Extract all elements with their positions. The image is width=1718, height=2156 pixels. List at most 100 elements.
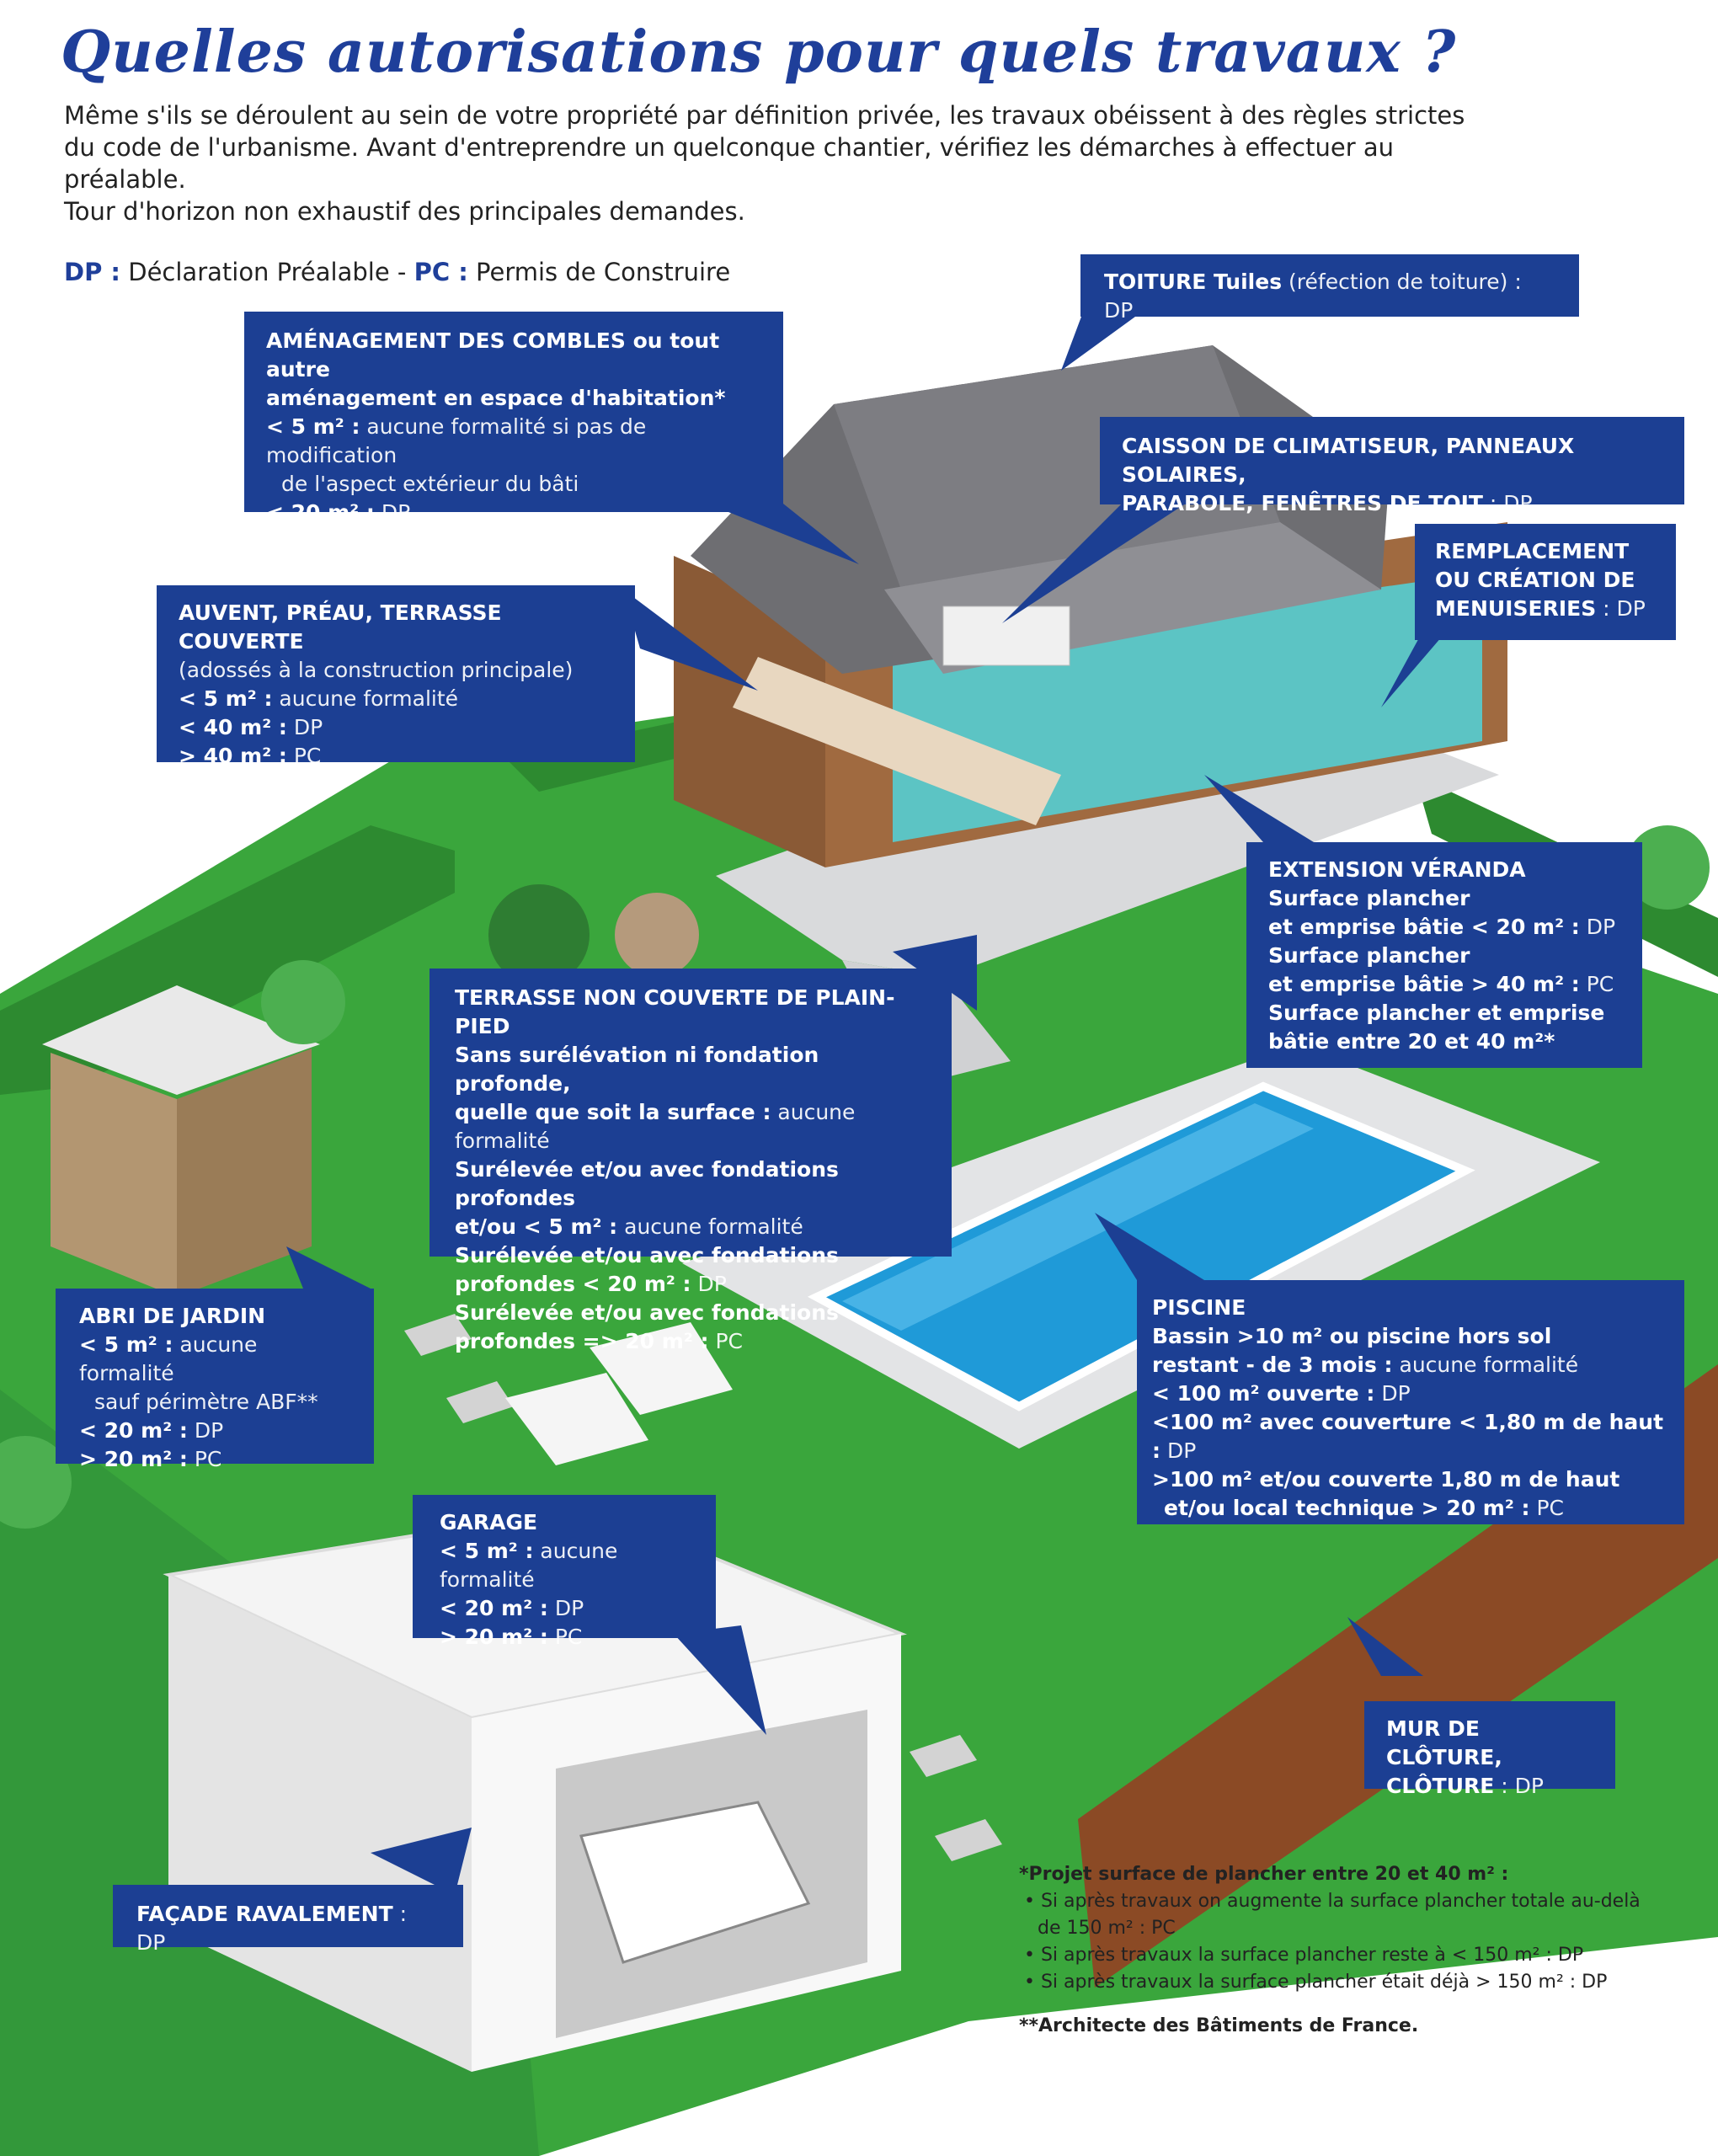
pointer-garage bbox=[674, 1625, 766, 1735]
awning bbox=[733, 657, 1061, 825]
terrasse-r3-value: DP bbox=[697, 1272, 727, 1296]
veranda-head: EXTENSION VÉRANDA bbox=[1268, 857, 1526, 882]
auvent-r3-value: PC bbox=[293, 744, 322, 768]
abri-r2-value: DP bbox=[194, 1418, 224, 1443]
auvent-head: AUVENT, PRÉAU, TERRASSE COUVERTE bbox=[179, 600, 502, 654]
stepping-stone bbox=[935, 1819, 1002, 1861]
page-title: Quelles autorisations pour quels travaux… bbox=[61, 19, 1457, 86]
piscine-r1-b: restant - de 3 mois : bbox=[1152, 1353, 1393, 1377]
callout-piscine: PISCINE Bassin >10 m² ou piscine hors so… bbox=[1137, 1280, 1684, 1524]
callout-menuiseries: REMPLACEMENT OU CRÉATION DE MENUISERIES … bbox=[1415, 524, 1676, 640]
cloture-line-1: MUR DE CLÔTURE, bbox=[1386, 1716, 1502, 1769]
facade-value: : DP bbox=[136, 1902, 408, 1955]
veranda-r1-value: DP bbox=[1586, 915, 1616, 939]
legend-pc-abbr: PC : bbox=[413, 258, 468, 286]
terrasse-head: TERRASSE NON COUVERTE DE PLAIN-PIED bbox=[455, 985, 895, 1038]
terrasse-r2-b: et/ou < 5 m² : bbox=[455, 1214, 618, 1239]
caisson-head-2: PARABOLE, FENÊTRES DE TOIT bbox=[1122, 491, 1483, 515]
callout-auvent: AUVENT, PRÉAU, TERRASSE COUVERTE (adossé… bbox=[157, 585, 635, 768]
facade-head: FAÇADE RAVALEMENT bbox=[136, 1902, 393, 1926]
menuiseries-line-3: MENUISERIES bbox=[1435, 596, 1597, 621]
menuiseries-line-1: REMPLACEMENT bbox=[1435, 539, 1630, 563]
auvent-sub: (adossés à la construction principale) bbox=[179, 658, 574, 682]
terrasse-r2-a: Surélevée et/ou avec fondations profonde… bbox=[455, 1157, 839, 1210]
piscine-r1-value: aucune formalité bbox=[1399, 1353, 1579, 1377]
footnote-bullet-3: • Si après travaux la surface plancher é… bbox=[1024, 1972, 1608, 1993]
menuiseries-value: : DP bbox=[1603, 596, 1646, 621]
bush bbox=[0, 1436, 72, 1529]
piscine-r4-a: >100 m² et/ou couverte 1,80 m de haut bbox=[1152, 1467, 1620, 1492]
auvent-r1-key: < 5 m² : bbox=[179, 686, 273, 711]
callout-toiture: TOITURE Tuiles (réfection de toiture) : … bbox=[1080, 254, 1579, 323]
footnote-abf: **Architecte des Bâtiments de France. bbox=[1019, 2015, 1419, 2036]
abri-r1-value: aucune formalité bbox=[79, 1332, 258, 1385]
piscine-r2-value: DP bbox=[1381, 1381, 1411, 1406]
combles-head-2: aménagement en espace d'habitation* bbox=[266, 386, 726, 410]
garage-r3-key: > 20 m² : bbox=[440, 1625, 548, 1649]
auvent-r1-value: aucune formalité bbox=[279, 686, 459, 711]
auvent-r3-key: > 40 m² : bbox=[179, 744, 287, 768]
terrasse-r2-value: aucune formalité bbox=[624, 1214, 803, 1239]
piscine-head: PISCINE bbox=[1152, 1295, 1246, 1320]
piscine-r2-key: < 100 m² ouverte : bbox=[1152, 1381, 1375, 1406]
piscine-r3-key: <100 m² avec couverture < 1,80 m de haut… bbox=[1152, 1410, 1664, 1463]
cloture-value: : DP bbox=[1501, 1774, 1544, 1798]
bush bbox=[1625, 825, 1710, 910]
pointer-veranda bbox=[1204, 775, 1314, 842]
garage-r1-value: aucune formalité bbox=[440, 1539, 618, 1592]
callout-abri: ABRI DE JARDIN < 5 m² : aucune formalité… bbox=[56, 1289, 374, 1471]
combles-r2-value: DP bbox=[381, 500, 411, 525]
shed-side bbox=[177, 1049, 312, 1297]
veranda-r3-a: Surface plancher et emprise bbox=[1268, 1001, 1605, 1025]
intro-text: Même s'ils se déroulent au sein de votre… bbox=[64, 99, 1513, 227]
cloture-line-2: CLÔTURE bbox=[1386, 1774, 1495, 1798]
abri-r1-value-2: sauf périmètre ABF** bbox=[94, 1390, 318, 1414]
stepping-stone bbox=[404, 1314, 472, 1356]
pointer-toiture bbox=[1061, 303, 1154, 371]
garage-head: GARAGE bbox=[440, 1510, 538, 1534]
combles-r1-value: aucune formalité si pas de modification bbox=[266, 414, 647, 467]
terrasse-r1-a: Sans surélévation ni fondation profonde, bbox=[455, 1043, 819, 1096]
abri-r3-key: > 20 m² : bbox=[79, 1447, 188, 1471]
garage-r3-value: PC bbox=[554, 1625, 583, 1649]
callout-facade: FAÇADE RAVALEMENT : DP bbox=[113, 1885, 463, 1955]
legend-dp-abbr: DP : bbox=[64, 258, 121, 286]
garage-r1-key: < 5 m² : bbox=[440, 1539, 534, 1563]
pointer-piscine bbox=[1095, 1213, 1204, 1280]
menuiseries-line-2: OU CRÉATION DE bbox=[1435, 568, 1635, 592]
terrasse-r4-a: Surélevée et/ou avec fondations bbox=[455, 1300, 839, 1325]
terrasse-r3-b: profondes < 20 m² : bbox=[455, 1272, 691, 1296]
caisson-value: : DP bbox=[1489, 491, 1533, 515]
roof-top bbox=[834, 345, 1280, 590]
toiture-head: TOITURE Tuiles bbox=[1104, 270, 1283, 294]
pointer-cloture bbox=[1347, 1617, 1423, 1676]
callout-garage: GARAGE < 5 m² : aucune formalité < 20 m²… bbox=[413, 1495, 716, 1649]
abri-head: ABRI DE JARDIN bbox=[79, 1304, 266, 1328]
terrasse-r1-b: quelle que soit la surface : bbox=[455, 1100, 771, 1124]
veranda-r2-b: et emprise bâtie > 40 m² : bbox=[1268, 972, 1580, 996]
ac-unit bbox=[942, 606, 1070, 666]
garage-left bbox=[168, 1575, 472, 2072]
intro-line-2: du code de l'urbanisme. Avant d'entrepre… bbox=[64, 133, 1394, 194]
combles-r1-value-2: de l'aspect extérieur du bâti bbox=[281, 472, 579, 496]
veranda-r2-a: Surface plancher bbox=[1268, 943, 1470, 968]
piscine-r4-b: et/ou local technique > 20 m² : bbox=[1164, 1496, 1530, 1520]
pointer-caisson bbox=[1002, 497, 1196, 623]
stepping-stone bbox=[910, 1735, 977, 1777]
abri-r3-value: PC bbox=[194, 1447, 222, 1471]
terrasse-r4-b: profondes => 20 m² : bbox=[455, 1329, 709, 1353]
legend-dp-label: Déclaration Préalable bbox=[128, 258, 390, 286]
combles-r3-key: > 40 m² : bbox=[266, 529, 375, 553]
abri-r2-key: < 20 m² : bbox=[79, 1418, 188, 1443]
legend-pc-label: Permis de Construire bbox=[476, 258, 731, 286]
combles-head-1: AMÉNAGEMENT DES COMBLES ou tout autre bbox=[266, 328, 720, 382]
callout-terrasse: TERRASSE NON COUVERTE DE PLAIN-PIED Sans… bbox=[430, 969, 952, 1353]
car bbox=[579, 1801, 811, 1964]
callout-cloture: MUR DE CLÔTURE, CLÔTURE : DP bbox=[1364, 1701, 1615, 1798]
garage-r2-value: DP bbox=[554, 1596, 584, 1620]
abri-r1-key: < 5 m² : bbox=[79, 1332, 173, 1357]
boulder bbox=[615, 893, 699, 977]
sun-lounger bbox=[505, 1373, 648, 1465]
callout-veranda: EXTENSION VÉRANDA Surface plancher et em… bbox=[1246, 842, 1642, 1068]
callout-caisson: CAISSON DE CLIMATISEUR, PANNEAUX SOLAIRE… bbox=[1100, 417, 1684, 515]
